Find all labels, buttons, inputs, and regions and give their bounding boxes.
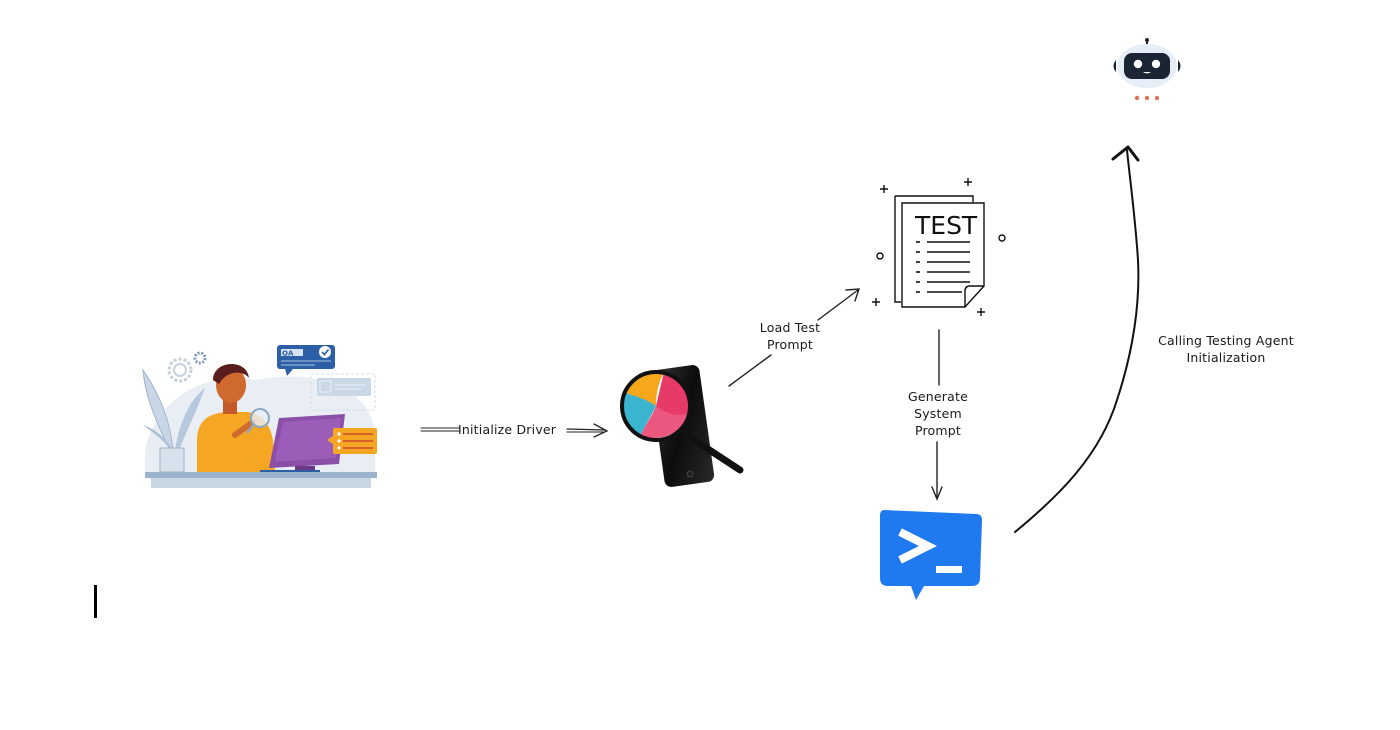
edge-label-line: System — [914, 406, 962, 421]
edge-label-line: Prompt — [914, 423, 962, 438]
driver-node — [612, 362, 752, 490]
edge-load-test-prompt-arrow — [728, 288, 860, 387]
edge-calling-agent-arrow — [1014, 145, 1140, 533]
qa-badge-label: QA — [282, 350, 294, 358]
edge-label-line: Initialization — [1186, 350, 1266, 365]
edge-label-calling-agent: Calling Testing Agent Initialization — [1146, 332, 1306, 366]
test-document-node: TEST — [872, 176, 1012, 321]
qa-tester-node: QA — [135, 340, 385, 495]
phone-magnifier-app-icon — [620, 365, 744, 487]
terminal-node — [878, 508, 984, 602]
qa-tester-illustration-icon: QA — [142, 345, 377, 488]
edge-label-line: Load Test — [759, 320, 821, 335]
edge-generate-system-prompt-arrow — [931, 329, 943, 501]
edge-initialize-driver-arrow — [420, 423, 609, 438]
robot-agent-icon — [1113, 38, 1181, 101]
test-document-title: TEST — [914, 211, 978, 240]
terminal-prompt-icon — [880, 510, 982, 600]
edge-label-line: Prompt — [766, 337, 814, 352]
test-document-icon: TEST — [872, 178, 1006, 316]
edge-label-initialize-driver: Initialize Driver — [458, 422, 557, 437]
text-cursor-caret — [94, 585, 97, 618]
edge-label-line: Generate — [908, 389, 968, 404]
agent-node — [1110, 36, 1184, 104]
edge-label-generate-system-prompt: Generate System Prompt — [896, 388, 980, 439]
edge-label-line: Calling Testing Agent — [1158, 333, 1294, 348]
edge-label-load-test-prompt: Load Test Prompt — [748, 319, 832, 353]
